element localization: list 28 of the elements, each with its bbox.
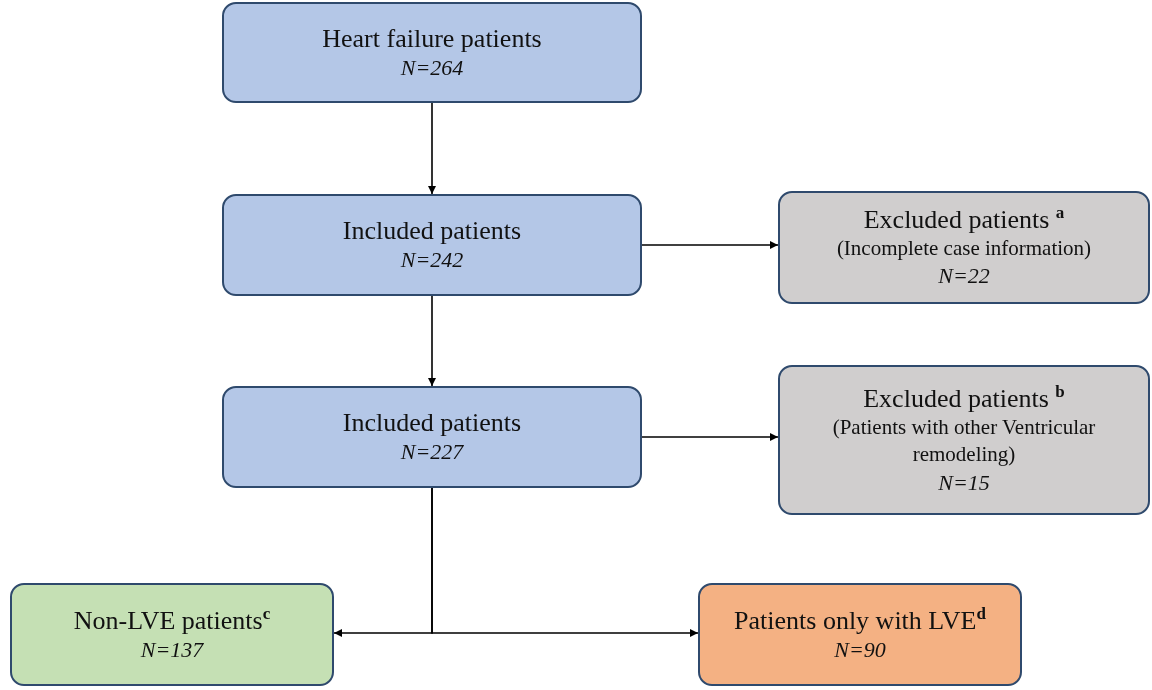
node-title: Excluded patients $^{b}$ — [863, 382, 1065, 414]
count-label: N=227 — [400, 438, 464, 467]
count-label: N=242 — [400, 246, 464, 275]
process-box — [10, 583, 334, 686]
count-label: N=137 — [140, 635, 204, 664]
count-label: N=22 — [938, 262, 990, 291]
node-note: (Incomplete case information) — [836, 235, 1092, 263]
process-box — [698, 583, 1022, 686]
node-title: Included patients — [342, 407, 522, 439]
arrow — [431, 487, 699, 637]
process-box — [222, 386, 642, 488]
node-title: Patients only with LVE$^{d}$ — [734, 604, 986, 636]
arrow — [428, 102, 436, 195]
process-box — [222, 194, 642, 296]
node-title: Excluded patients $^{a}$ — [863, 203, 1065, 236]
arrow — [641, 433, 779, 441]
count-label: N=15 — [938, 468, 990, 497]
process-box — [222, 2, 642, 103]
exclusion-box — [778, 365, 1150, 515]
node-note: (Patients with other Ventricular remodeling) — [831, 414, 1097, 469]
exclusion-box — [778, 191, 1150, 304]
count-label: N=90 — [834, 635, 886, 664]
node-title: Included patients — [342, 215, 522, 247]
arrow — [641, 241, 779, 249]
node-title: Heart failure patients — [322, 22, 542, 54]
node-title: Non-LVE patients$^{c}$ — [73, 604, 271, 636]
arrow — [428, 295, 436, 387]
count-label: N=264 — [400, 53, 464, 82]
